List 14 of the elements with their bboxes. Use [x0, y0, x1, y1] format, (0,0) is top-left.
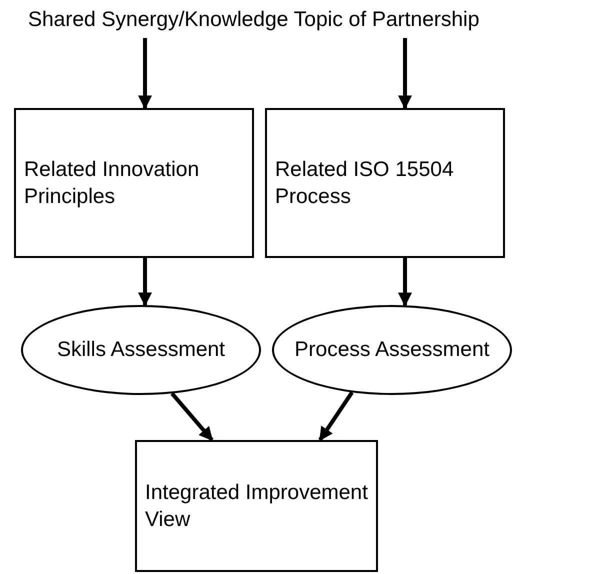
- arrow: [398, 38, 412, 110]
- process-box: [265, 108, 505, 258]
- node-label: Skills Assessment: [56, 337, 226, 364]
- process-box: [14, 108, 254, 258]
- arrow: [170, 392, 214, 442]
- node-label: Process Assessment: [294, 337, 490, 364]
- node-label: Related Innovation Principles: [24, 156, 200, 210]
- arrow: [398, 258, 412, 307]
- arrow: [138, 38, 152, 110]
- process-box: [135, 440, 378, 572]
- node-label: Related ISO 15504 Process: [275, 156, 455, 210]
- node-label: Integrated Improvement View: [145, 480, 368, 533]
- node-label: Shared Synergy/Knowledge Topic of Partnership: [28, 8, 480, 31]
- arrow: [138, 258, 152, 306]
